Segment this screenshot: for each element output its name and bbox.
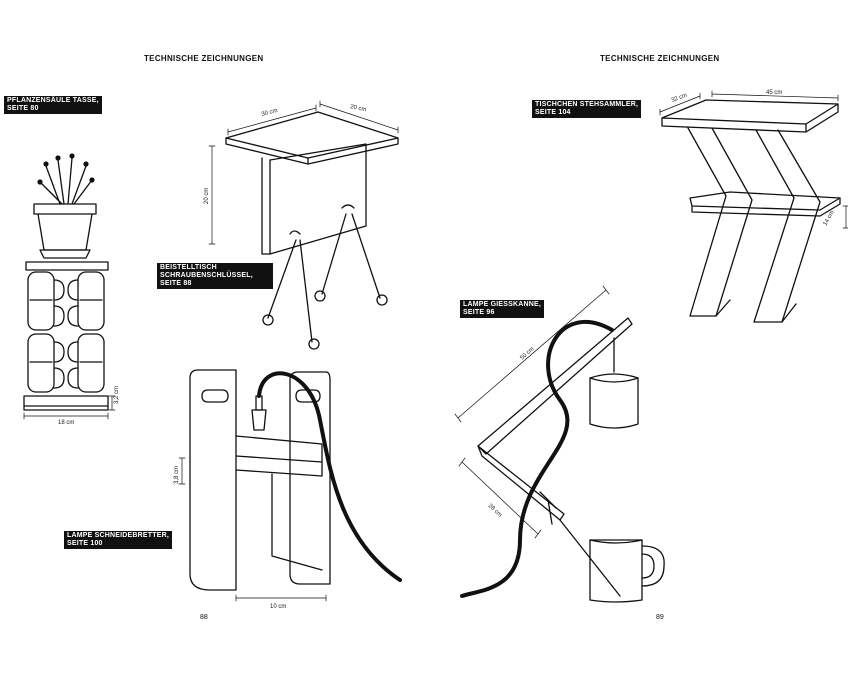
page-number-right: 89 xyxy=(656,614,664,621)
dim-3-2cm: 3,2 cm xyxy=(114,386,120,404)
label-title: BEISTELLTISCH SCHRAUBENSCHLÜSSEL, xyxy=(160,264,253,279)
drawing-lampe-giesskanne xyxy=(454,285,665,603)
page-number-left: 88 xyxy=(200,614,208,621)
drawing-tischchen xyxy=(659,90,848,323)
page-header-left: TECHNISCHE ZEICHNUNGEN xyxy=(144,54,264,63)
right-page: TECHNISCHE ZEICHNUNGEN TISCHCHEN STEHSAM… xyxy=(424,0,848,678)
label-ref: SEITE 104 xyxy=(535,109,571,116)
dim-50cm: 50 cm xyxy=(519,346,535,361)
dim-3-8cm: 3,8 cm xyxy=(174,466,180,484)
label-title: LAMPE SCHNEIDEBRETTER, xyxy=(67,532,170,539)
label-tischchen: TISCHCHEN STEHSAMMLER, SEITE 104 xyxy=(532,100,642,118)
dim-32cm: 32 cm xyxy=(671,93,688,104)
dim-28cm: 28 cm xyxy=(487,503,503,519)
drawing-beistelltisch xyxy=(208,100,399,350)
label-ref: SEITE 88 xyxy=(160,280,192,287)
label-title: TISCHCHEN STEHSAMMLER, xyxy=(535,101,639,108)
dim-45cm: 45 cm xyxy=(766,90,782,96)
dim-18cm: 18 cm xyxy=(58,420,74,426)
dim-20cm-top: 20 cm xyxy=(350,104,367,113)
drawing-pflanzensaeule xyxy=(23,153,116,420)
drawing-lampe-schneidebretter xyxy=(178,369,402,602)
label-ref: SEITE 80 xyxy=(7,105,39,112)
label-pflanzensaeule: PFLANZENSÄULE TASSE, SEITE 80 xyxy=(4,96,102,114)
dim-20cm-side: 20 cm xyxy=(204,188,210,204)
label-title: LAMPE GIESSKANNE, xyxy=(463,301,542,308)
dim-14cm: 14 cm xyxy=(823,210,836,227)
left-page: TECHNISCHE ZEICHNUNGEN PFLANZENSÄULE TAS… xyxy=(4,54,273,621)
label-lampe-giesskanne: LAMPE GIESSKANNE, SEITE 96 xyxy=(460,300,545,318)
dim-10cm: 10 cm xyxy=(270,604,286,610)
label-ref: SEITE 96 xyxy=(463,309,495,316)
label-title: PFLANZENSÄULE TASSE, xyxy=(7,97,99,104)
label-lampe-schneidebretter: LAMPE SCHNEIDEBRETTER, SEITE 100 xyxy=(64,531,173,549)
label-beistelltisch: BEISTELLTISCH SCHRAUBENSCHLÜSSEL, SEITE … xyxy=(157,263,273,289)
label-ref: SEITE 100 xyxy=(67,540,103,547)
dim-30cm: 30 cm xyxy=(261,108,278,118)
page-header-right: TECHNISCHE ZEICHNUNGEN xyxy=(600,54,720,63)
